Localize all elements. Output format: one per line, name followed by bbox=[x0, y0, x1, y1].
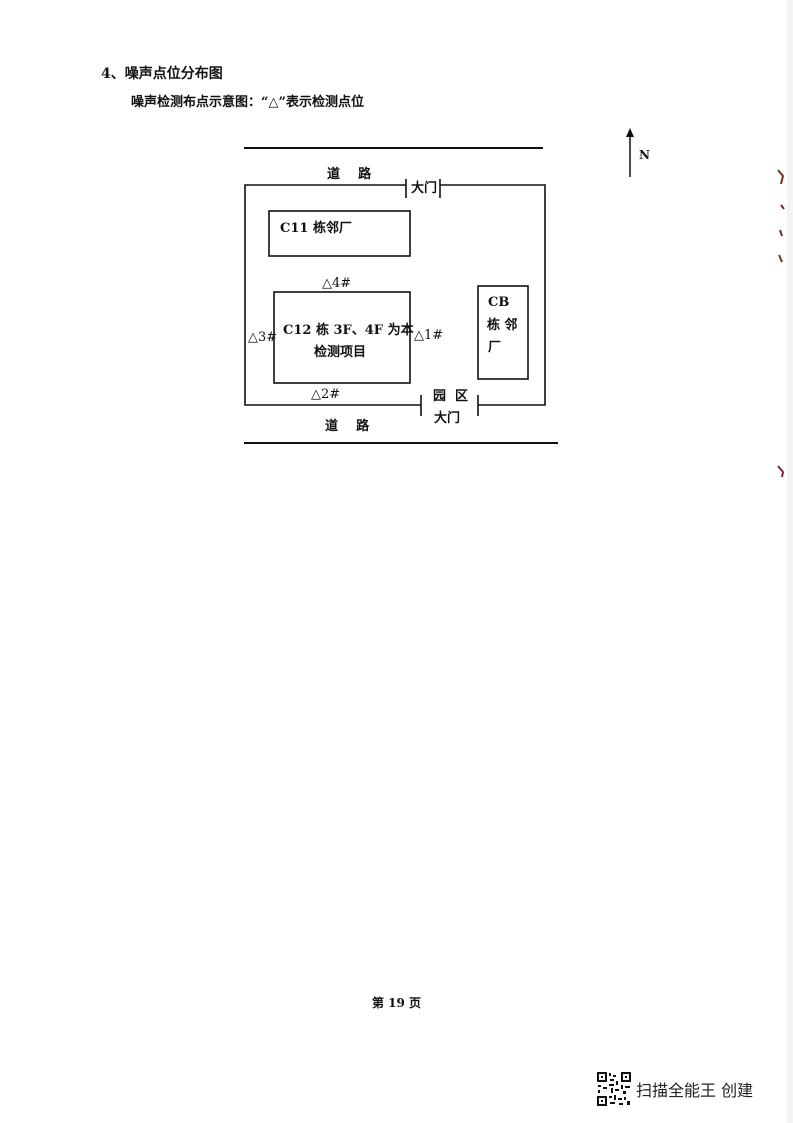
building-c11 bbox=[268, 210, 411, 257]
section-title: 4、噪声点位分布图 bbox=[101, 66, 223, 82]
park-boundary bbox=[244, 179, 546, 416]
building-cb bbox=[477, 285, 529, 380]
building-cb-label-line1: CB bbox=[488, 295, 509, 310]
building-c12-label-line1: C12 栋 3F、4F 为本 bbox=[283, 322, 414, 338]
measurement-point-2: △2# bbox=[311, 387, 340, 402]
road-top-label: 道 路 bbox=[327, 166, 372, 182]
diagram-caption: 噪声检测布点示意图：“△”表示检测点位 bbox=[131, 95, 364, 110]
building-c12 bbox=[273, 291, 411, 384]
building-c12-label-line2: 检测项目 bbox=[314, 344, 366, 360]
measurement-point-1: △1# bbox=[414, 328, 443, 343]
north-arrow-icon bbox=[626, 128, 634, 177]
road-bottom-label: 道 路 bbox=[325, 418, 370, 434]
gate-bottom-label-line2: 大门 bbox=[434, 410, 460, 426]
building-cb-label-line2: 栋 邻 bbox=[487, 317, 518, 333]
measurement-point-4: △4# bbox=[322, 276, 351, 291]
page-number: 第 19 页 bbox=[371, 996, 422, 1010]
scan-edge-marks bbox=[777, 0, 793, 1123]
gate-top-label: 大门 bbox=[411, 180, 437, 196]
qr-code-icon bbox=[596, 1071, 632, 1107]
scanner-credit-text: 扫描全能王 创建 bbox=[636, 1081, 754, 1100]
north-label: N bbox=[639, 148, 650, 162]
gate-bottom-label-line1: 园 区 bbox=[433, 389, 468, 404]
building-c11-label: C11 栋邻厂 bbox=[280, 220, 352, 236]
building-cb-label-line3: 厂 bbox=[488, 340, 501, 355]
measurement-point-3: △3# bbox=[248, 330, 277, 345]
scanner-watermark: 扫描全能王 创建 bbox=[596, 1071, 753, 1107]
